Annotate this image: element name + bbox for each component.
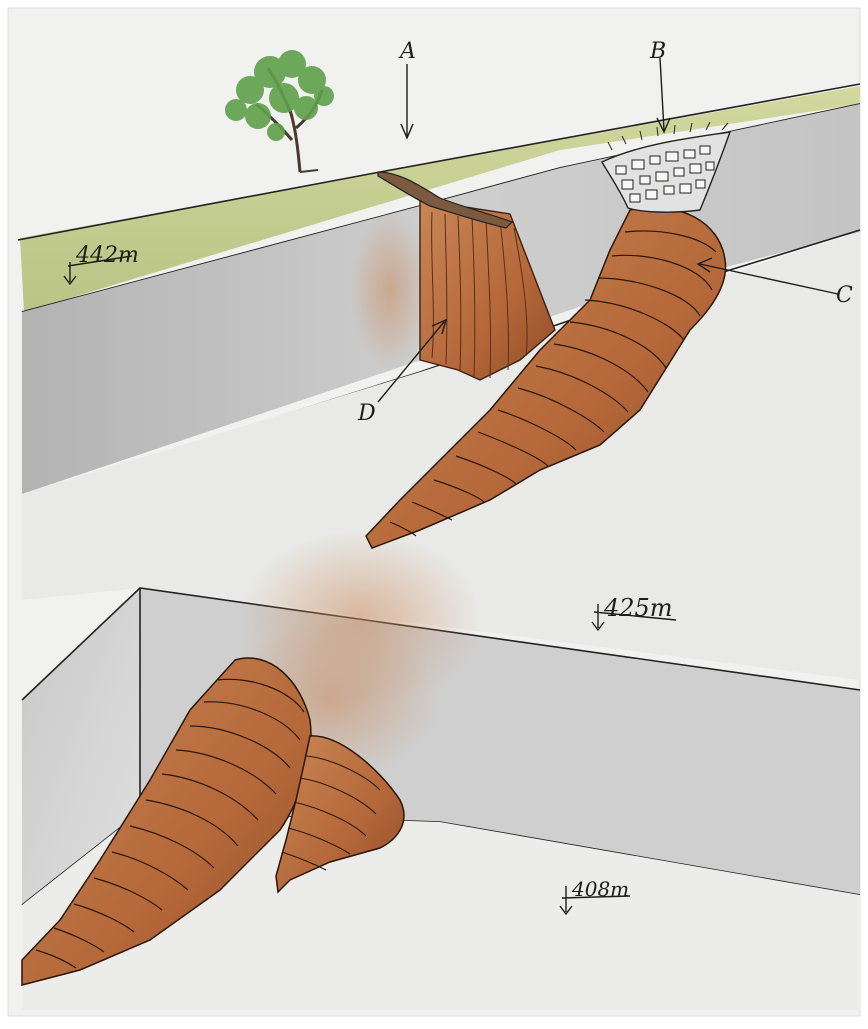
elevation-label-bottom: 408m: [571, 877, 629, 901]
label-a: A: [398, 39, 416, 64]
sediment-haze-upper: [350, 210, 430, 370]
label-d: D: [357, 401, 376, 426]
label-c: C: [836, 283, 853, 308]
label-b: B: [649, 39, 666, 64]
elevation-label-top: 442m: [75, 243, 139, 268]
elevation-label-middle: 425m: [603, 594, 673, 622]
